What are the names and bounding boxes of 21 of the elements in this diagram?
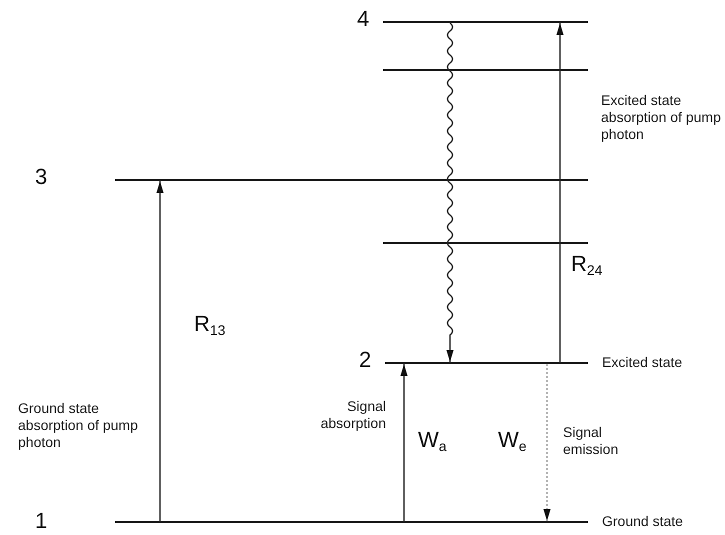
wavy-arrow — [446, 22, 454, 362]
energy-level-line — [383, 242, 588, 244]
arrow — [556, 23, 564, 362]
level-number: 3 — [35, 165, 48, 189]
edge-label: W$_{e}$ — [498, 428, 527, 456]
state-label: Excited state — [602, 354, 682, 370]
level-number: 4 — [357, 7, 370, 31]
edge-label: R$_{13}$ — [194, 312, 226, 340]
annotation-text: Signal emission — [563, 424, 620, 458]
edge-label: R$_{24}$ — [571, 252, 602, 280]
level-number: 1 — [35, 509, 48, 533]
arrow — [543, 364, 551, 521]
annotation-text: Excited state absorption of pump photon — [601, 92, 721, 143]
state-label: Ground state — [602, 513, 683, 529]
energy-level-line — [383, 69, 588, 71]
arrow — [400, 364, 408, 521]
edge-label: W$_{a}$ — [418, 428, 447, 456]
annotation-text: Signal absorption — [320, 398, 386, 432]
annotation-text: Ground state absorption of pump photon — [18, 400, 139, 451]
arrow — [156, 181, 164, 521]
level-number: 2 — [359, 348, 372, 372]
